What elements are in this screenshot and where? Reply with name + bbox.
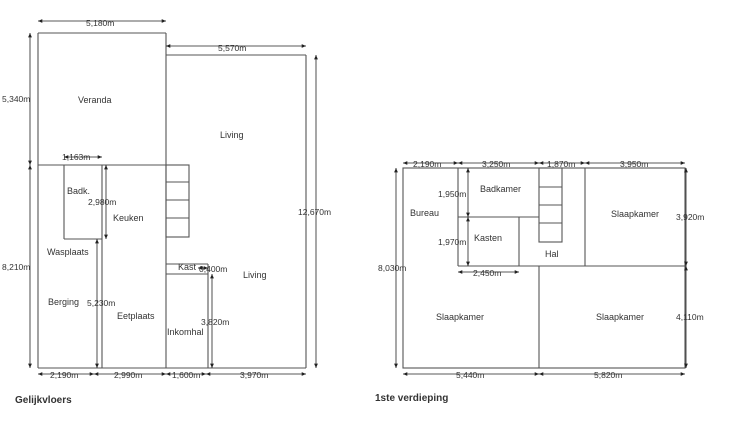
ground-floor-plan: Veranda Living Badk. Keuken Wasplaats Ka…: [2, 18, 331, 406]
room-label-living-bottom: Living: [243, 270, 267, 280]
room-label-kast: Kast: [178, 262, 197, 272]
room-label-slaapkamer-top: Slaapkamer: [611, 209, 659, 219]
room-label-wasplaats: Wasplaats: [47, 247, 89, 257]
dim-label: 2,980m: [88, 197, 116, 207]
dim-label: 5,180m: [86, 18, 114, 28]
room-label-living-top: Living: [220, 130, 244, 140]
dim-label: 8,030m: [378, 263, 406, 273]
dim-label: 3,920m: [676, 212, 704, 222]
room-label-badk: Badk.: [67, 186, 90, 196]
ground-floor-room-labels: Veranda Living Badk. Keuken Wasplaats Ka…: [47, 95, 267, 337]
ground-floor-staircase: [165, 164, 190, 238]
dim-label: 3,970m: [240, 370, 268, 380]
dim-label: 5,340m: [2, 94, 30, 104]
dim-label: 3,950m: [620, 159, 648, 169]
upper-floor-dimension-lines: [394, 161, 688, 376]
room-label-hal: Hal: [545, 249, 559, 259]
room-label-inkomhal: Inkomhal: [167, 327, 204, 337]
dim-label: 12,670m: [298, 207, 331, 217]
room-label-berging: Berging: [48, 297, 79, 307]
upper-floor-dimension-labels: 2,190m 3,250m 1,870m 3,950m 8,030m 1,950…: [378, 159, 704, 380]
dim-label: 3,820m: [201, 317, 229, 327]
dim-label: 1,600m: [172, 370, 200, 380]
upper-floor-staircase: [538, 167, 563, 243]
upper-floor-room-labels: Bureau Badkamer Slaapkamer Kasten Hal Sl…: [410, 184, 659, 322]
dim-label: 4,110m: [676, 312, 704, 322]
room-label-veranda: Veranda: [78, 95, 112, 105]
room-label-badkamer: Badkamer: [480, 184, 521, 194]
room-label-eetplaats: Eetplaats: [117, 311, 155, 321]
room-label-slaapkamer-bottom-right: Slaapkamer: [596, 312, 644, 322]
room-label-kasten: Kasten: [474, 233, 502, 243]
dim-label: 2,990m: [114, 370, 142, 380]
dim-label: 5,820m: [594, 370, 622, 380]
dim-label: 3,250m: [482, 159, 510, 169]
dim-label: 2,190m: [413, 159, 441, 169]
dim-label: 1,970m: [438, 237, 466, 247]
upper-floor-caption: 1ste verdieping: [375, 393, 448, 404]
upper-floor-plan: Bureau Badkamer Slaapkamer Kasten Hal Sl…: [375, 159, 704, 404]
dim-label: 5,570m: [218, 43, 246, 53]
room-label-keuken: Keuken: [113, 213, 144, 223]
dim-label: 1,870m: [547, 159, 575, 169]
ground-floor-walls: [37, 32, 307, 369]
dim-label: 8,210m: [2, 262, 30, 272]
dim-label: 1,950m: [438, 189, 466, 199]
dim-label: 5,440m: [456, 370, 484, 380]
dim-label: 1,163m: [62, 152, 90, 162]
ground-floor-caption: Gelijkvloers: [15, 395, 72, 406]
ground-floor-dimension-lines: [28, 19, 318, 376]
ground-floor-dimension-labels: 5,180m 5,570m 5,340m 12,670m 8,210m 1,16…: [2, 18, 331, 380]
dim-label: 5,230m: [87, 298, 115, 308]
dim-label: 2,190m: [50, 370, 78, 380]
room-label-bureau: Bureau: [410, 208, 439, 218]
room-label-slaapkamer-bottom-left: Slaapkamer: [436, 312, 484, 322]
dim-label: 2,450m: [473, 268, 501, 278]
dim-label: 0,400m: [199, 264, 227, 274]
